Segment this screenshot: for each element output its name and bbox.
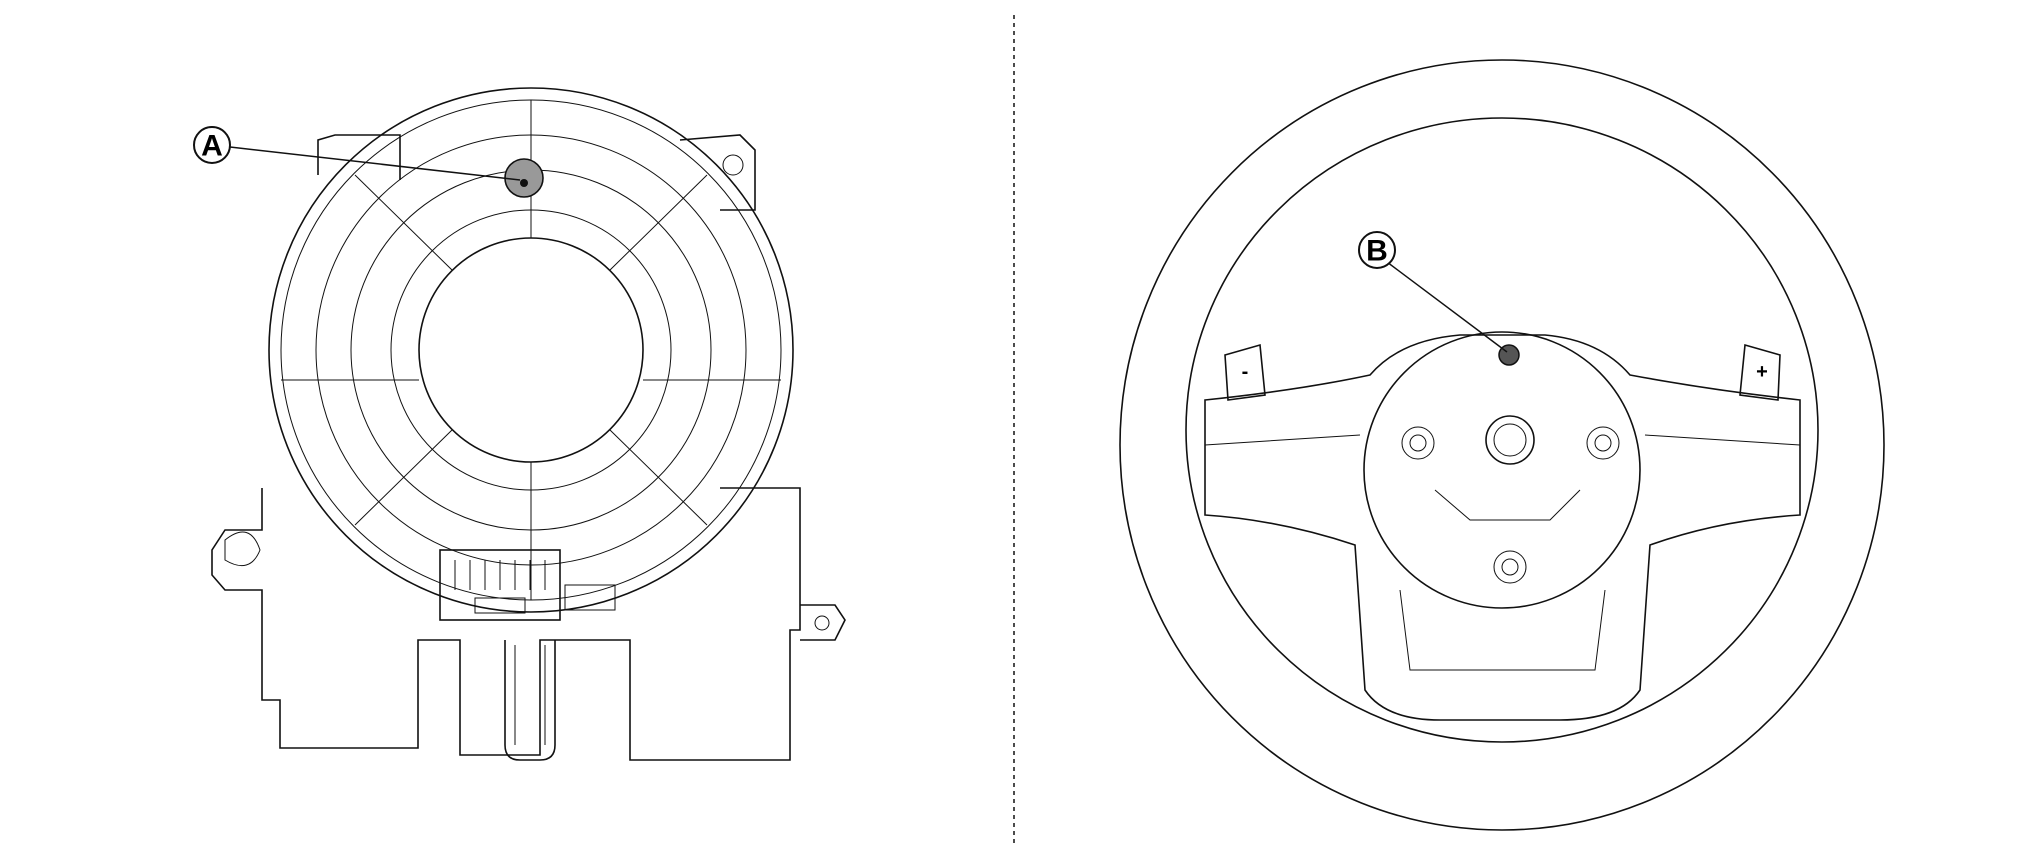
wheel-rim-inner: [1185, 117, 1819, 743]
paddle-minus-label: -: [1242, 361, 1249, 383]
stem-detail: [514, 645, 546, 745]
wheel-hub: [1363, 331, 1641, 609]
leader-line-b: [1386, 261, 1508, 353]
connector: [439, 549, 561, 621]
center-stem: [504, 640, 556, 761]
center-hole: [418, 237, 644, 463]
callout-a-circle: [193, 126, 231, 164]
paddle-plus-label: +: [1756, 361, 1768, 383]
spiral-cable-drawing: A: [193, 87, 846, 761]
wheel-spokes: [1204, 334, 1801, 721]
connector-pins: [454, 560, 616, 614]
callout-b-label: B: [1366, 235, 1388, 268]
mount-hole: [224, 531, 261, 567]
bracket-hole: [722, 154, 744, 176]
left-bracket: [317, 134, 401, 180]
marker-point-a: [504, 158, 544, 198]
marker-dot-a: [520, 179, 528, 187]
callout-a-label: A: [201, 130, 223, 163]
paddle-minus[interactable]: [1224, 343, 1266, 401]
spoke-detail: [1204, 434, 1801, 671]
hub-bolts: [1401, 426, 1620, 584]
hub-bracket: [1434, 489, 1581, 521]
mount-tab: [800, 604, 846, 641]
wheel-rim-outer: [1119, 59, 1885, 831]
center-boss-inner: [1493, 423, 1527, 457]
steering-wheel-drawing: - + B: [1119, 59, 1885, 831]
right-bracket: [679, 134, 756, 211]
mount-hole-right: [814, 615, 830, 631]
housing-outline: [211, 487, 801, 761]
callout-b-circle: [1358, 231, 1396, 269]
outer-ring: [268, 87, 794, 613]
leader-line-a: [229, 146, 521, 181]
center-boss: [1485, 415, 1535, 465]
paddle-plus[interactable]: [1739, 343, 1781, 401]
